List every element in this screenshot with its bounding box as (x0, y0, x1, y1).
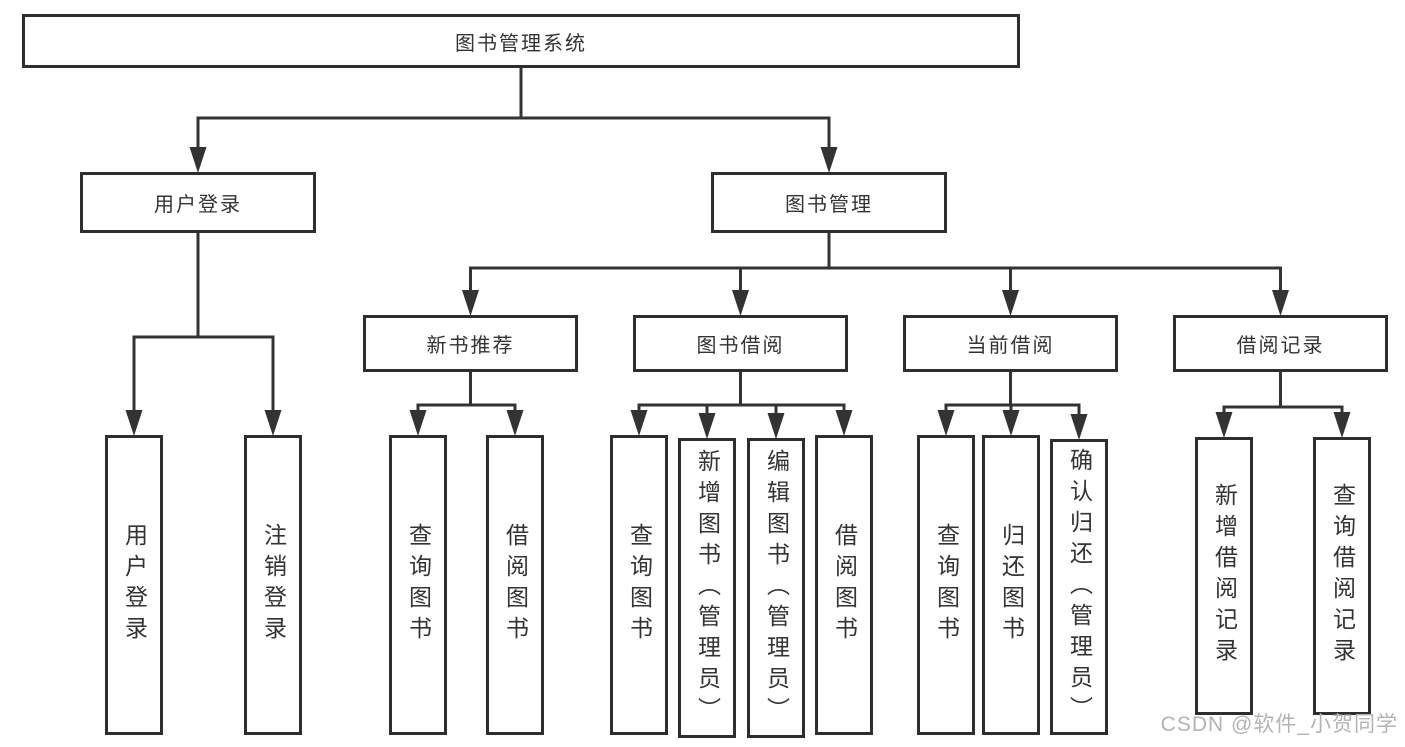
node-label-current-borrowing: 当前借阅 (966, 335, 1055, 357)
arrowhead-icon (1002, 410, 1020, 436)
arrowhead-icon (189, 147, 207, 173)
arrowhead-icon (937, 410, 955, 436)
arrowhead-icon (630, 410, 648, 436)
leaf-label-add-books-admin: 新增图书（管理员） (694, 448, 721, 728)
node-label-book-management: 图书管理 (785, 194, 873, 216)
node-book-management: 图书管理 (711, 172, 947, 233)
arrowhead-icon (1272, 290, 1289, 316)
leaf-label-query-books-current: 查询图书 (933, 523, 960, 647)
leaf-query-books-current: 查询图书 (917, 435, 975, 735)
leaf-label-logout: 注销登录 (260, 523, 287, 647)
leaf-label-query-borrow-record: 查询借阅记录 (1329, 483, 1356, 669)
leaf-label-user-login: 用户登录 (121, 523, 148, 647)
leaf-label-query-books-newrec: 查询图书 (405, 523, 432, 647)
arrowhead-icon (1002, 290, 1019, 316)
leaf-add-books-admin: 新增图书（管理员） (678, 438, 736, 738)
arrowhead-icon (732, 290, 749, 316)
leaf-label-borrow-books-newrec: 借阅图书 (502, 523, 529, 647)
node-new-book-recommendation: 新书推荐 (363, 315, 578, 372)
leaf-borrow-books-newrec: 借阅图书 (486, 435, 544, 735)
leaf-add-borrow-record: 新增借阅记录 (1195, 437, 1253, 715)
leaf-user-login: 用户登录 (105, 435, 163, 735)
watermark: CSDN @软件_小贺同学 (1160, 713, 1398, 736)
node-library-management-system: 图书管理系统 (22, 14, 1020, 68)
arrowhead-icon (820, 147, 838, 173)
arrowhead-icon (1070, 414, 1088, 440)
leaf-query-books-newrec: 查询图书 (389, 435, 447, 735)
node-borrowing-records: 借阅记录 (1173, 315, 1388, 372)
leaf-confirm-return-admin: 确认归还（管理员） (1050, 439, 1108, 735)
leaf-borrow-books-borrowing: 借阅图书 (815, 435, 873, 735)
leaf-edit-books-admin: 编辑图书（管理员） (747, 438, 805, 738)
arrowhead-icon (1215, 412, 1233, 438)
leaf-label-confirm-return-admin: 确认归还（管理员） (1066, 447, 1093, 727)
arrowhead-icon (125, 410, 143, 436)
leaf-label-borrow-books-borrowing: 借阅图书 (831, 523, 858, 647)
arrowhead-icon (698, 413, 716, 439)
node-user-login: 用户登录 (80, 172, 316, 233)
leaf-label-edit-books-admin: 编辑图书（管理员） (763, 448, 790, 728)
arrowhead-icon (506, 410, 524, 436)
arrowhead-icon (767, 413, 785, 439)
arrowhead-icon (264, 410, 282, 436)
node-book-borrowing: 图书借阅 (633, 315, 848, 372)
arrowhead-icon (409, 410, 427, 436)
arrowhead-icon (1333, 412, 1351, 438)
leaf-logout: 注销登录 (244, 435, 302, 735)
leaf-query-borrow-record: 查询借阅记录 (1313, 437, 1371, 715)
leaf-query-books-borrowing: 查询图书 (610, 435, 668, 735)
arrowhead-icon (462, 290, 479, 316)
node-label-library-management-system: 图书管理系统 (455, 32, 587, 55)
leaf-label-add-borrow-record: 新增借阅记录 (1211, 483, 1238, 669)
node-label-user-login: 用户登录 (154, 194, 242, 216)
leaf-return-books: 归还图书 (982, 435, 1040, 735)
node-label-new-book-recommendation: 新书推荐 (426, 335, 515, 357)
node-current-borrowing: 当前借阅 (903, 315, 1118, 372)
node-label-borrowing-records: 借阅记录 (1236, 335, 1325, 357)
leaf-label-return-books: 归还图书 (998, 523, 1025, 647)
arrowhead-icon (835, 410, 853, 436)
leaf-label-query-books-borrowing: 查询图书 (626, 523, 653, 647)
node-label-book-borrowing: 图书借阅 (696, 335, 785, 357)
